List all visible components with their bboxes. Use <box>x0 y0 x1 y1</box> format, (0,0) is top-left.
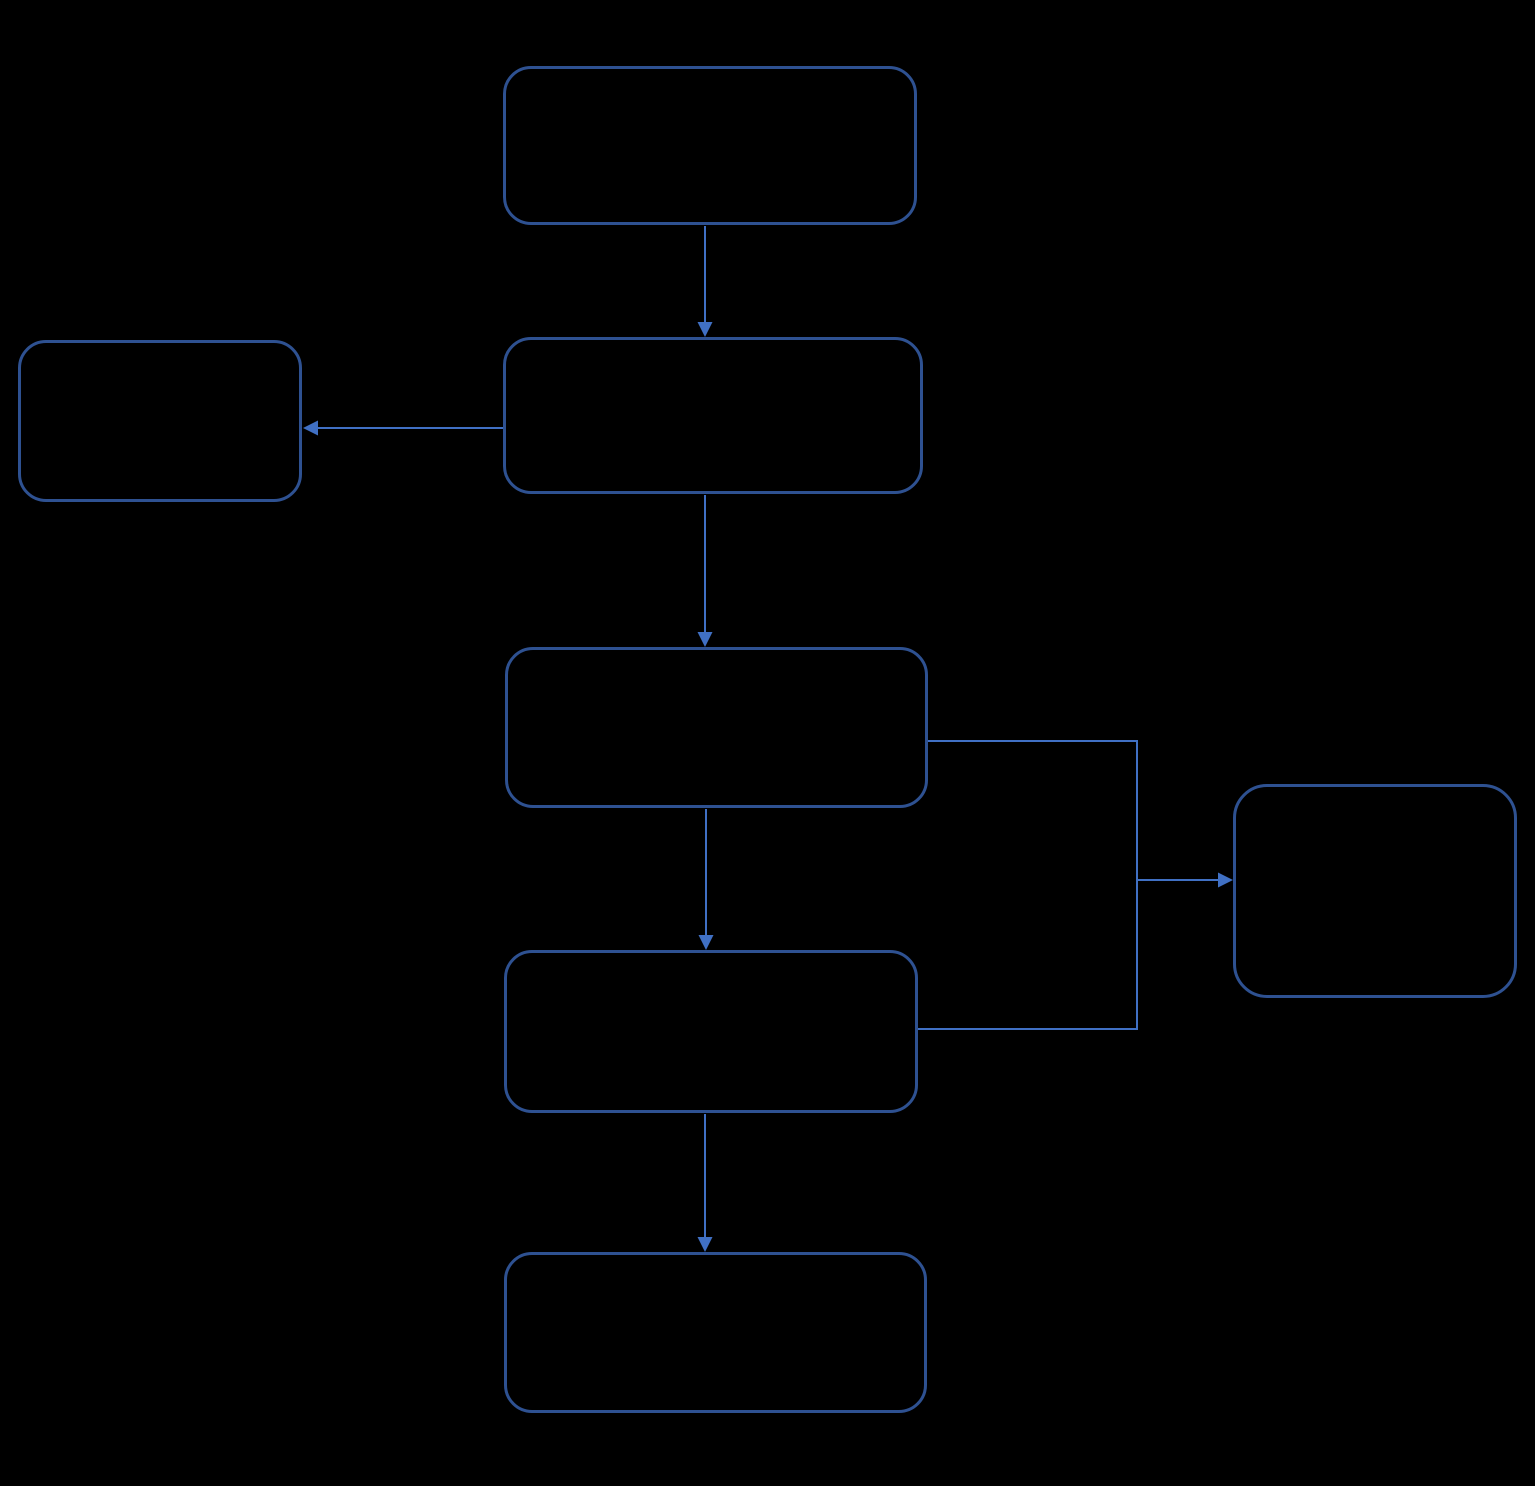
node-left <box>18 340 302 502</box>
edge-middle1-to-middle2-arrowhead-icon <box>697 632 713 647</box>
node-middle-1 <box>503 337 923 494</box>
node-middle-3 <box>504 950 918 1113</box>
node-top <box>503 66 917 225</box>
edge-middle3-to-bottom-arrowhead-icon <box>697 1237 713 1252</box>
edge-top-to-middle1-arrowhead-icon <box>697 322 713 337</box>
edge-middle2-to-right-arrowhead-icon <box>1218 872 1233 888</box>
edge-middle3-to-right <box>918 881 1138 1030</box>
node-right <box>1233 784 1517 998</box>
node-bottom <box>504 1252 927 1413</box>
edge-middle2-to-right <box>928 740 1218 881</box>
edge-middle1-to-left-arrowhead-icon <box>303 420 318 436</box>
node-middle-2 <box>505 647 928 808</box>
edge-middle2-to-middle3-arrowhead-icon <box>698 935 714 950</box>
